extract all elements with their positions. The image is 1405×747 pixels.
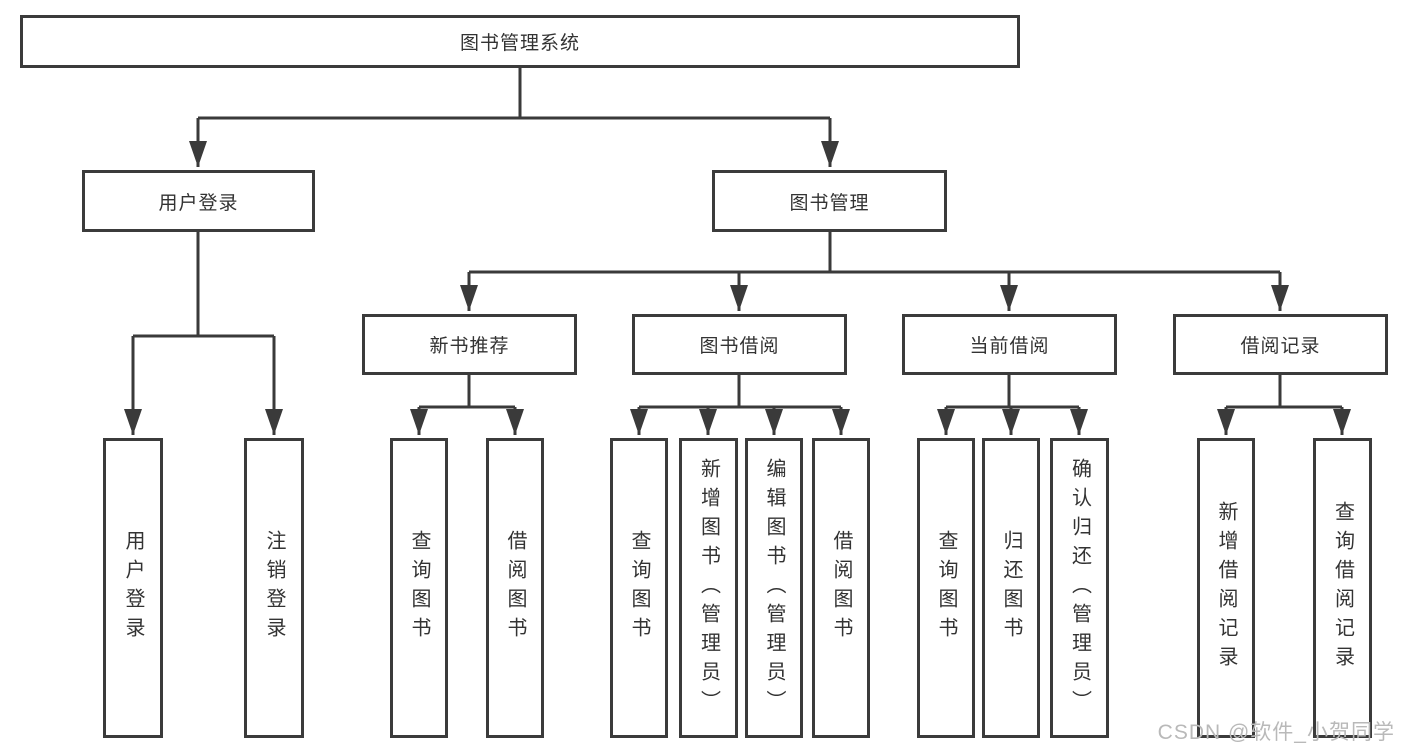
node-user-login: 用户登录: [82, 170, 315, 232]
leaf-records-query-record: 查询借阅记录: [1313, 438, 1372, 738]
node-library-system: 图书管理系统: [20, 15, 1020, 68]
leaf-borrow-edit-books-admin: 编辑图书（管理员）: [745, 438, 803, 738]
node-new-book-recommend: 新书推荐: [362, 314, 577, 375]
leaf-recommend-borrow-books: 借阅图书: [486, 438, 544, 738]
leaf-records-add-record: 新增借阅记录: [1197, 438, 1255, 738]
node-book-management: 图书管理: [712, 170, 947, 232]
connector-trunks: [133, 68, 1342, 409]
leaf-logout-login: 注销登录: [244, 438, 304, 738]
node-book-borrow: 图书借阅: [632, 314, 847, 375]
leaf-borrow-query-books: 查询图书: [610, 438, 668, 738]
leaf-current-query-books: 查询图书: [917, 438, 975, 738]
leaf-user-login: 用户登录: [103, 438, 163, 738]
csdn-watermark: CSDN @软件_小贺同学: [1157, 721, 1395, 744]
leaf-borrow-add-books-admin: 新增图书（管理员）: [679, 438, 738, 738]
node-borrow-records: 借阅记录: [1173, 314, 1388, 375]
leaf-current-confirm-return-admin: 确认归还（管理员）: [1050, 438, 1109, 738]
connector-arrows: [124, 118, 1351, 435]
leaf-borrow-borrow-books: 借阅图书: [812, 438, 870, 738]
leaf-current-return-books: 归还图书: [982, 438, 1040, 738]
leaf-recommend-query-books: 查询图书: [390, 438, 448, 738]
node-current-borrow: 当前借阅: [902, 314, 1117, 375]
